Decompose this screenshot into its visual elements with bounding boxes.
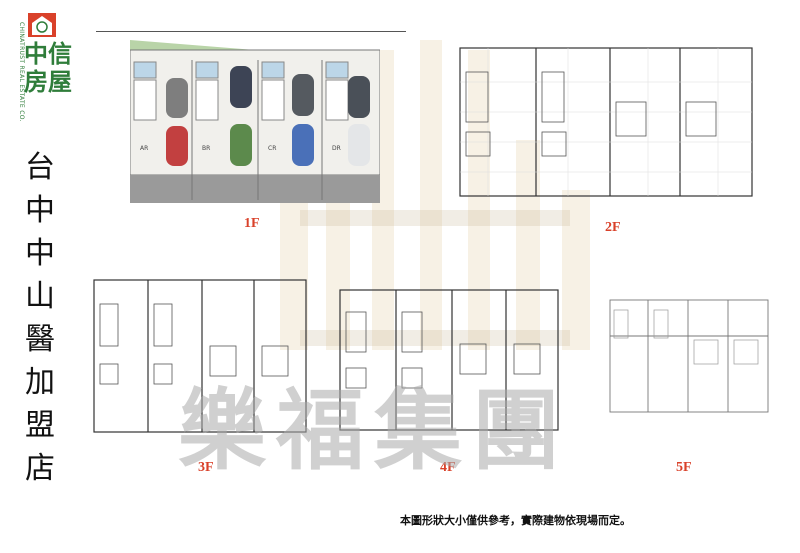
title-char: 台 — [25, 150, 55, 185]
watermark-text: 樂福集團 — [178, 378, 571, 482]
watermark-logo-graphic — [280, 40, 590, 350]
floor-label-3f: 3F — [198, 460, 214, 475]
title-char: 加 — [25, 365, 55, 400]
floor-label-4f: 4F — [440, 460, 456, 475]
floor-plan-4f — [339, 289, 559, 431]
title-char: 盟 — [25, 408, 55, 443]
logo-english-name: CHINATRUST REAL ESTATE CO. — [18, 22, 25, 122]
logo-chinese-name: 中信房屋 — [24, 39, 72, 96]
floor-plan-5f — [609, 299, 769, 413]
floor-plan-2f — [459, 47, 753, 197]
disclaimer-note: 本圖形狀大小僅供參考，實際建物依現場而定。 — [400, 514, 631, 527]
floor-label-5f: 5F — [676, 460, 692, 475]
unit-label-b: BR — [202, 145, 210, 152]
unit-label-c: CR — [268, 145, 276, 152]
floor-plan-1f: AR BR CR DR — [130, 40, 380, 203]
floor-label-2f: 2F — [605, 220, 621, 235]
title-char: 中 — [25, 236, 55, 271]
title-char: 中 — [25, 193, 55, 228]
unit-label-d: DR — [332, 145, 341, 152]
title-char: 醫 — [25, 322, 55, 357]
store-title: 台 中 中 山 醫 加 盟 店 — [18, 146, 62, 490]
title-char: 山 — [25, 279, 55, 314]
logo-badge-icon — [28, 13, 56, 37]
title-char: 店 — [25, 451, 55, 486]
floor-label-1f: 1F — [244, 216, 260, 231]
floor-plan-3f — [93, 279, 307, 433]
unit-label-a: AR — [140, 145, 148, 152]
header-divider — [96, 31, 406, 32]
